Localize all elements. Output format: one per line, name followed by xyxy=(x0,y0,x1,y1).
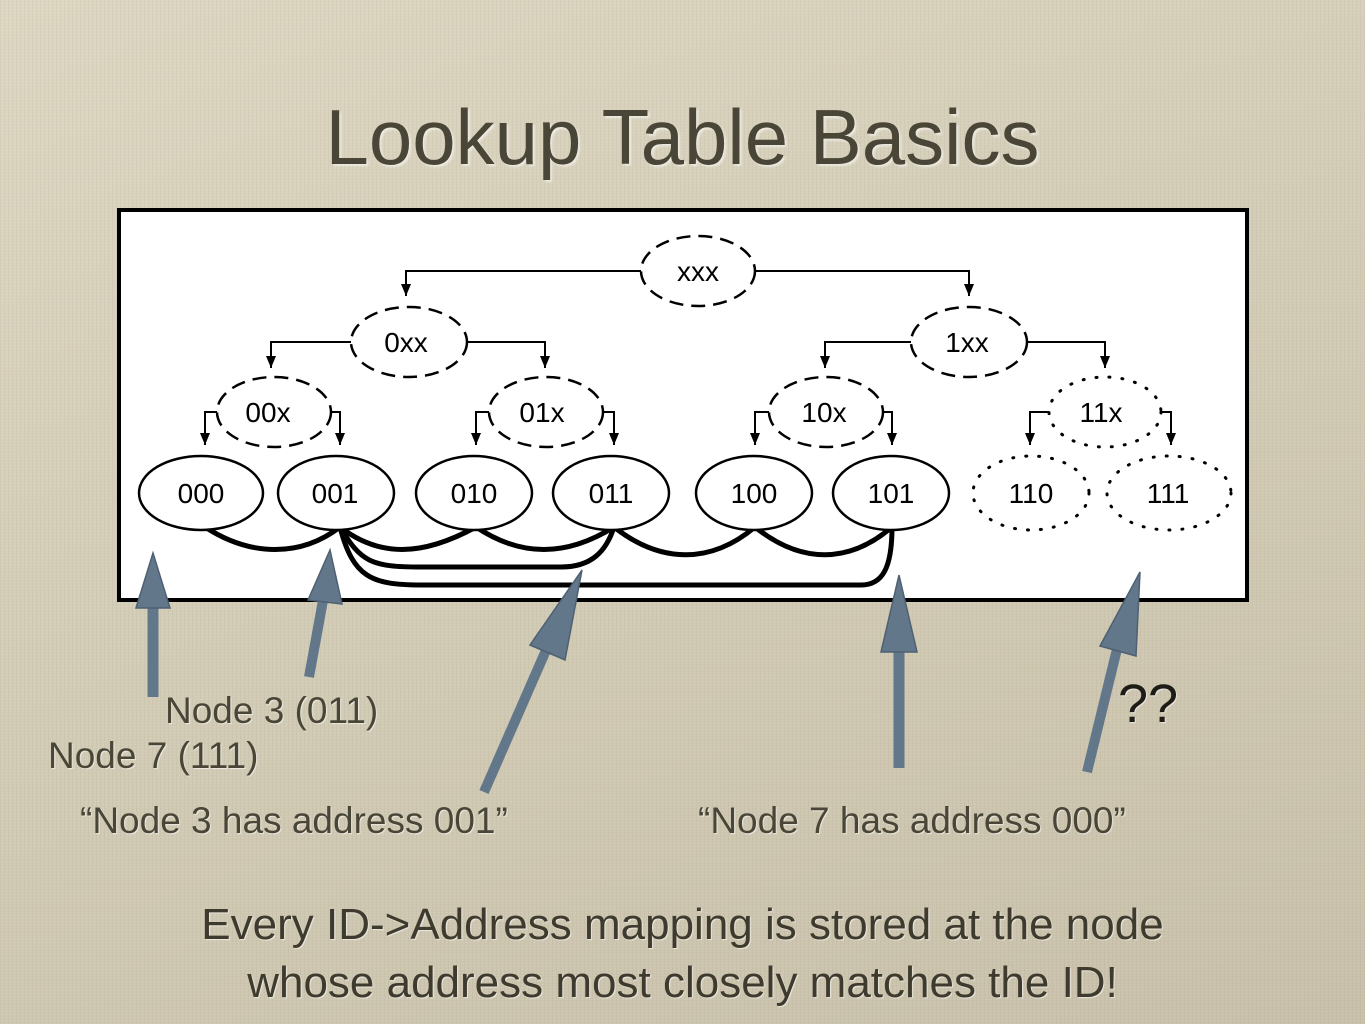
link-000-001 xyxy=(202,524,343,552)
edge-1xx-11x xyxy=(1027,341,1110,368)
label-011: 011 xyxy=(589,478,634,509)
label-000: 000 xyxy=(178,478,225,509)
tree-diagram: xxx 0xx 1xx 00x 01x 10x 11x 000 001 010 … xyxy=(117,208,1249,602)
node-000 xyxy=(137,454,265,532)
page-title: Lookup Table Basics xyxy=(325,93,1040,181)
link-010-011 xyxy=(473,524,617,552)
edge-xxx-1xx xyxy=(755,270,974,296)
tree-svg: xxx 0xx 1xx 00x 01x 10x 11x 000 001 010 … xyxy=(137,234,1233,588)
label-101: 101 xyxy=(868,478,915,509)
edge-0xx-00x xyxy=(266,341,351,368)
edge-1xx-10x xyxy=(820,341,911,368)
label-010: 010 xyxy=(451,478,498,509)
arrow-quote7-to-111 xyxy=(1082,571,1141,774)
footer-line-1: Every ID->Address mapping is stored at t… xyxy=(201,900,1164,949)
label-0xx: 0xx xyxy=(384,327,428,358)
arrow-node3-to-001 xyxy=(304,547,343,678)
node-00x xyxy=(215,375,333,449)
label-10x: 10x xyxy=(801,397,846,428)
link-001-011 xyxy=(337,524,617,570)
edge-11x-110 xyxy=(1025,411,1054,445)
node-0xx xyxy=(349,305,469,379)
node-111 xyxy=(1105,454,1233,532)
leaf-nodes xyxy=(137,454,951,532)
node-11x xyxy=(1047,375,1163,449)
link-011-100 xyxy=(611,524,758,558)
label-001: 001 xyxy=(312,478,359,509)
ring-links xyxy=(202,524,895,588)
label-xxx: xxx xyxy=(677,256,719,287)
edge-10x-100 xyxy=(750,411,773,445)
link-001-101 xyxy=(337,524,895,588)
edge-00x-000 xyxy=(200,411,221,445)
node-xxx xyxy=(639,234,757,308)
node-10x xyxy=(767,375,885,449)
node-001 xyxy=(276,454,396,532)
quote-node3-address: “Node 3 has address 001” xyxy=(80,800,508,841)
label-100: 100 xyxy=(731,478,778,509)
node-100 xyxy=(694,454,814,532)
node-110 xyxy=(971,454,1091,532)
arrow-node7-to-000 xyxy=(134,550,172,697)
edge-0xx-01x xyxy=(467,341,550,368)
label-node7: Node 7 (111) xyxy=(48,735,259,776)
arrow-quote7-to-101 xyxy=(880,574,918,768)
label-1xx: 1xx xyxy=(945,327,989,358)
label-00x: 00x xyxy=(245,397,290,428)
edge-xxx-0xx xyxy=(401,270,641,296)
label-node3: Node 3 (011) xyxy=(165,690,379,731)
label-111: 111 xyxy=(1147,478,1190,509)
node-01x xyxy=(487,375,605,449)
label-11x: 11x xyxy=(1079,397,1122,428)
label-01x: 01x xyxy=(519,397,564,428)
node-labels: xxx 0xx 1xx 00x 01x 10x 11x 000 001 010 … xyxy=(178,256,1190,509)
link-001-010 xyxy=(337,524,479,552)
node-011 xyxy=(551,454,671,532)
node-1xx xyxy=(909,305,1029,379)
node-010 xyxy=(414,454,534,532)
internal-nodes xyxy=(215,234,1029,449)
link-100-101 xyxy=(752,524,895,558)
quote-node7-address: “Node 7 has address 000” xyxy=(698,800,1126,841)
unknown-marker: ?? xyxy=(1118,674,1179,734)
edge-01x-010 xyxy=(471,411,493,445)
footer-note: Every ID->Address mapping is stored at t… xyxy=(0,896,1365,1012)
arrow-quote3-to-011 xyxy=(479,569,583,795)
label-110: 110 xyxy=(1009,478,1054,509)
footer-line-2: whose address most closely matches the I… xyxy=(247,958,1118,1007)
missing-leaf-nodes xyxy=(971,454,1233,532)
node-101 xyxy=(831,454,951,532)
